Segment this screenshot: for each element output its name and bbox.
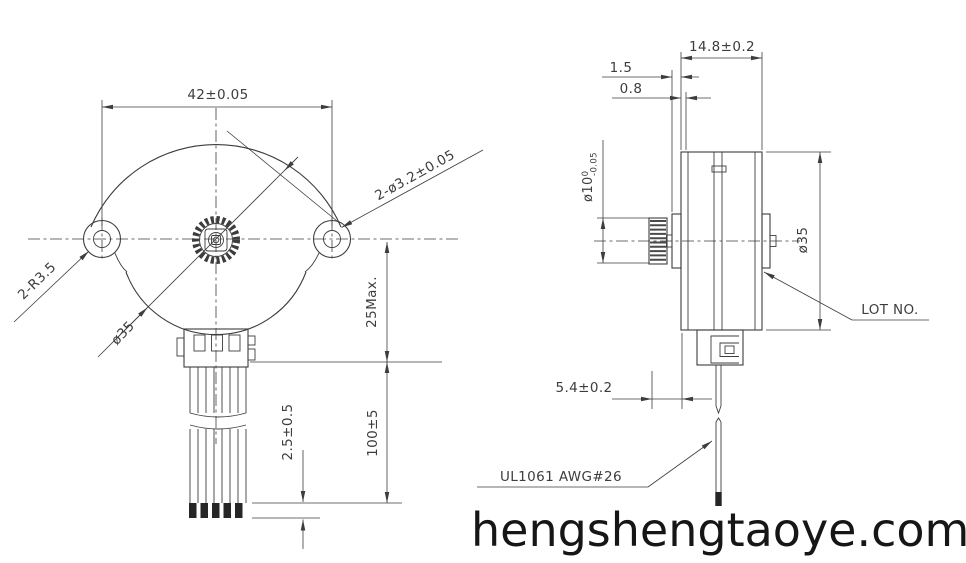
dim-pinion-diameter: ø100-0.05 [581, 152, 600, 202]
pinion-gear [192, 216, 240, 264]
connector-side [696, 329, 744, 366]
dim-body-height: 25Max. [364, 276, 380, 328]
dim-lead-length: 100±5 [365, 409, 381, 457]
wire-spec-label: UL1061 AWG#26 [500, 469, 622, 485]
side-view: 14.8±0.2 1.5 0.8 ø100-0.05 ø35 LOT NO. [477, 39, 929, 506]
rear-shaft-nub [769, 235, 777, 247]
connector-front [176, 328, 256, 368]
lead-wires [189, 367, 247, 518]
front-centerlines [28, 108, 458, 444]
dim-side-body-diameter: ø35 [795, 227, 811, 254]
mount-hole-right [323, 230, 341, 248]
front-dimensions: 42±0.05 25Max. 100±5 2.5±0.5 ø35 2-R3.5 … [13, 87, 484, 549]
dim-ear-radius: 2-R3.5 [15, 259, 60, 303]
dim-plate-thickness: 0.8 [620, 81, 643, 97]
motor-body-outline [82, 144, 352, 336]
watermark-text: hengshengtaoye.com [471, 503, 966, 557]
lead-wire-side [715, 365, 722, 506]
stripped-wire-tips [189, 503, 243, 518]
front-view: 42±0.05 25Max. 100±5 2.5±0.5 ø35 2-R3.5 … [13, 87, 484, 549]
side-body [666, 151, 777, 331]
dim-hole-spacing: 42±0.05 [187, 87, 248, 103]
dim-body-depth: 14.8±0.2 [689, 39, 755, 55]
dim-body-diameter: ø35 [108, 318, 138, 348]
side-dimensions: 14.8±0.2 1.5 0.8 ø100-0.05 ø35 LOT NO. [477, 39, 929, 488]
dim-connector-offset: 5.4±0.2 [555, 380, 612, 396]
dim-flange-thickness: 1.5 [610, 60, 633, 76]
pinion-gear-side [648, 217, 668, 265]
mount-hole-left [93, 230, 111, 248]
wire-tip-side [715, 492, 722, 506]
dim-strip-length: 2.5±0.5 [280, 403, 296, 460]
dim-mount-holes: 2-ø3.2±0.05 [372, 147, 458, 204]
lot-no-label: LOT NO. [861, 302, 918, 318]
